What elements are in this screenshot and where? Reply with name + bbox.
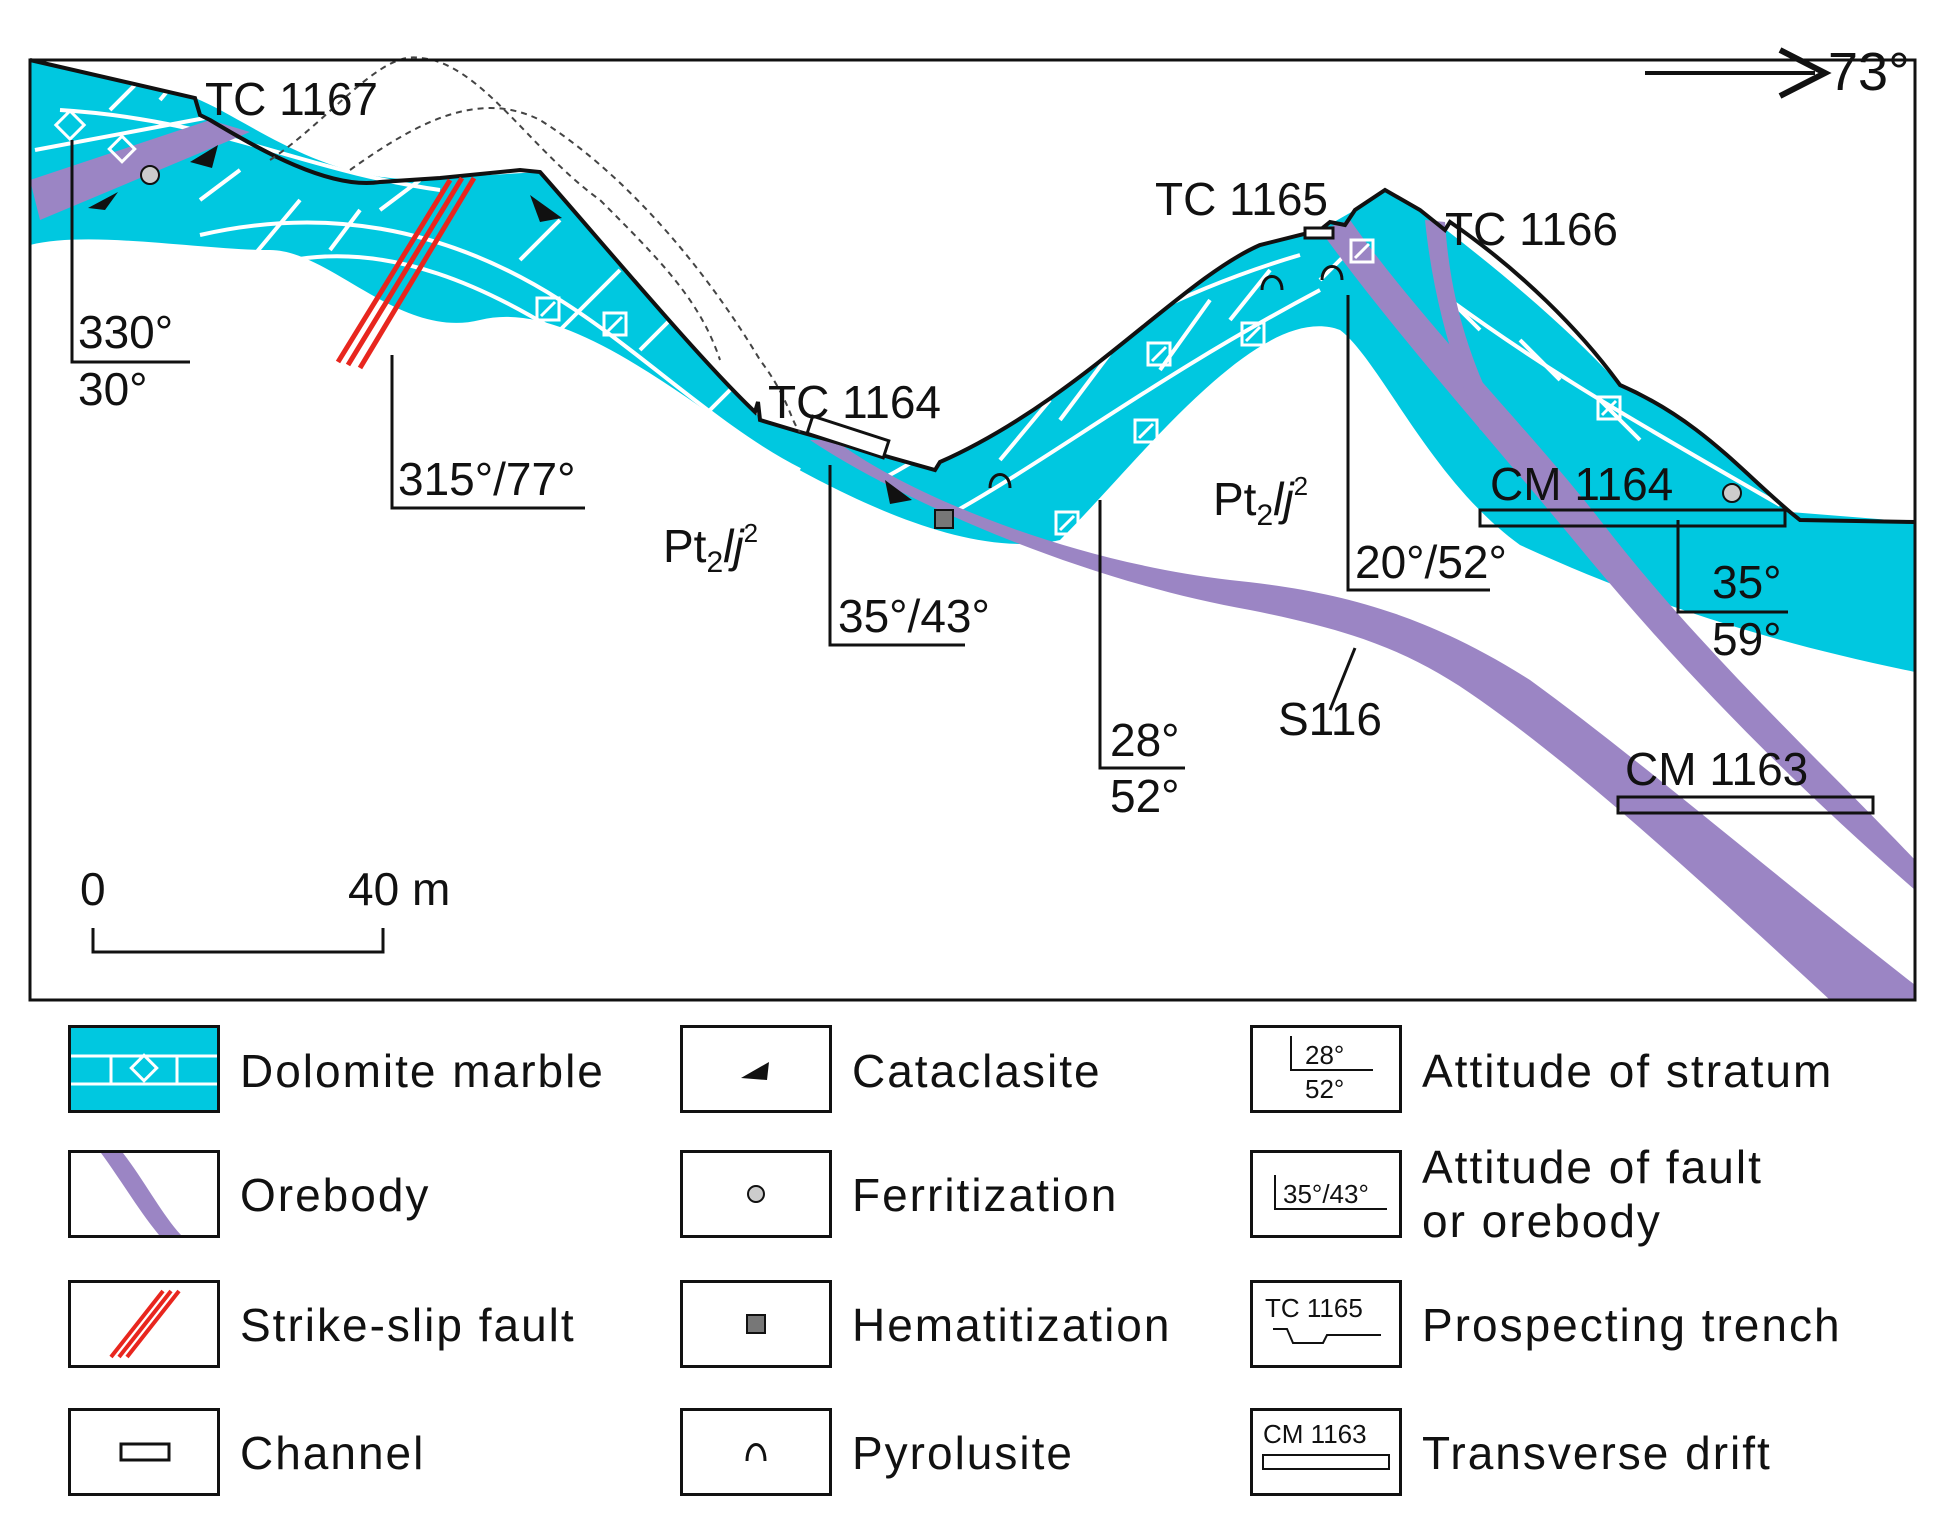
- ferritization-symbols: [140, 165, 1742, 503]
- cataclasite-icon: [680, 1025, 832, 1113]
- stratum-attitude-2-dip: 52°: [1110, 770, 1180, 822]
- trench-tc1164-box: [805, 414, 891, 460]
- trench-label-tc1167: TC 1167: [205, 73, 378, 125]
- prospecting-trench-icon: TC 1165: [1250, 1280, 1402, 1368]
- dolomite-marble-swatch: [68, 1025, 220, 1113]
- hematitization-symbol: [934, 509, 954, 529]
- stratum-attitude-1-dir: 330°: [78, 306, 173, 358]
- scale-bar-end: 40 m: [348, 863, 450, 915]
- legend-label-cataclasite: Cataclasite: [852, 1045, 1102, 1097]
- dolomite-marble-symbols: [53, 108, 1622, 536]
- dashed-reconstructed-profile: [269, 56, 721, 361]
- drift-label-cm1164: CM 1164: [1490, 458, 1673, 510]
- stratum-attitude-icon: 28° 52°: [1250, 1025, 1402, 1113]
- dolomite-joint-lines: [34, 68, 1781, 522]
- svg-text:TC 1165: TC 1165: [1265, 1293, 1363, 1323]
- drift-cm1164-box: [1478, 508, 1787, 528]
- cataclasite-symbols: [88, 145, 912, 504]
- strike-slip-fault-icon: [68, 1280, 220, 1368]
- north-arrow-label: 73°: [1828, 42, 1910, 102]
- pyrolusite-symbols: [988, 265, 1344, 489]
- legend-label-drift: Transverse drift: [1422, 1427, 1772, 1479]
- strike-slip-fault: [335, 176, 477, 370]
- legend-label-orebody: Orebody: [240, 1169, 431, 1221]
- trench-label-tc1164: TC 1164: [768, 376, 941, 428]
- fault-attitude-icon: 35°/43°: [1250, 1150, 1402, 1238]
- legend-label-ferritization: Ferritization: [852, 1169, 1119, 1221]
- trench-label-tc1165: TC 1165: [1155, 173, 1328, 225]
- drift-label-cm1163: CM 1163: [1625, 743, 1808, 795]
- svg-text:CM 1163: CM 1163: [1263, 1419, 1367, 1449]
- dolomite-marble-layer: [30, 60, 1915, 672]
- trench-label-tc1166: TC 1166: [1445, 203, 1618, 255]
- legend-label-fault: Strike-slip fault: [240, 1299, 576, 1351]
- trench-tc1165-box: [1303, 226, 1335, 240]
- legend-label-dolomite: Dolomite marble: [240, 1045, 605, 1097]
- orebody-swatch: [68, 1150, 220, 1238]
- legend-label-stratum: Attitude of stratum: [1422, 1045, 1834, 1097]
- orebody-s116: [810, 440, 1915, 1000]
- dashed-reconstructed-profile-2: [349, 107, 801, 433]
- stratum-attitude-3-dip: 59°: [1712, 613, 1782, 665]
- formation-label-1: Pt2lj2: [663, 518, 758, 579]
- drift-cm1163-box: [1616, 795, 1875, 815]
- pyrolusite-icon: [680, 1408, 832, 1496]
- formation-label-2: Pt2lj2: [1213, 471, 1308, 532]
- scale-bar: [91, 928, 385, 954]
- legend-label-pyrolusite: Pyrolusite: [852, 1427, 1074, 1479]
- legend-label-fault-attitude-2: or orebody: [1422, 1195, 1662, 1247]
- fault-attitude-label-1: 315°/77°: [398, 453, 576, 505]
- svg-text:35°/43°: 35°/43°: [1283, 1179, 1369, 1209]
- ferritization-icon: [680, 1150, 832, 1238]
- attitude-leader-lines: [70, 140, 1788, 770]
- svg-text:52°: 52°: [1305, 1074, 1344, 1104]
- stratum-attitude-3-dir: 35°: [1712, 556, 1782, 608]
- legend-label-trench: Prospecting trench: [1422, 1299, 1842, 1351]
- fault-attitude-label-3: 20°/52°: [1355, 536, 1507, 588]
- svg-text:28°: 28°: [1305, 1040, 1344, 1070]
- legend-label-fault-attitude-1: Attitude of fault: [1422, 1141, 1763, 1193]
- north-arrow: [1645, 47, 1832, 99]
- scale-bar-start: 0: [80, 863, 106, 915]
- topographic-surface-line: [29, 58, 1916, 524]
- stratum-attitude-2-dir: 28°: [1110, 714, 1180, 766]
- stratum-attitude-1-dip: 30°: [78, 363, 148, 415]
- fault-attitude-label-2: 35°/43°: [838, 590, 990, 642]
- legend-label-hematitization: Hematitization: [852, 1299, 1172, 1351]
- orebody-branch-secondary: [1425, 220, 1500, 430]
- legend-label-channel: Channel: [240, 1427, 426, 1479]
- hematitization-icon: [680, 1280, 832, 1368]
- channel-icon: [68, 1408, 220, 1496]
- orebody-upper-left: [30, 120, 250, 220]
- transverse-drift-icon: CM 1163: [1250, 1408, 1402, 1496]
- orebody-label-s116: S116: [1278, 693, 1382, 745]
- section-frame: [28, 58, 1917, 1002]
